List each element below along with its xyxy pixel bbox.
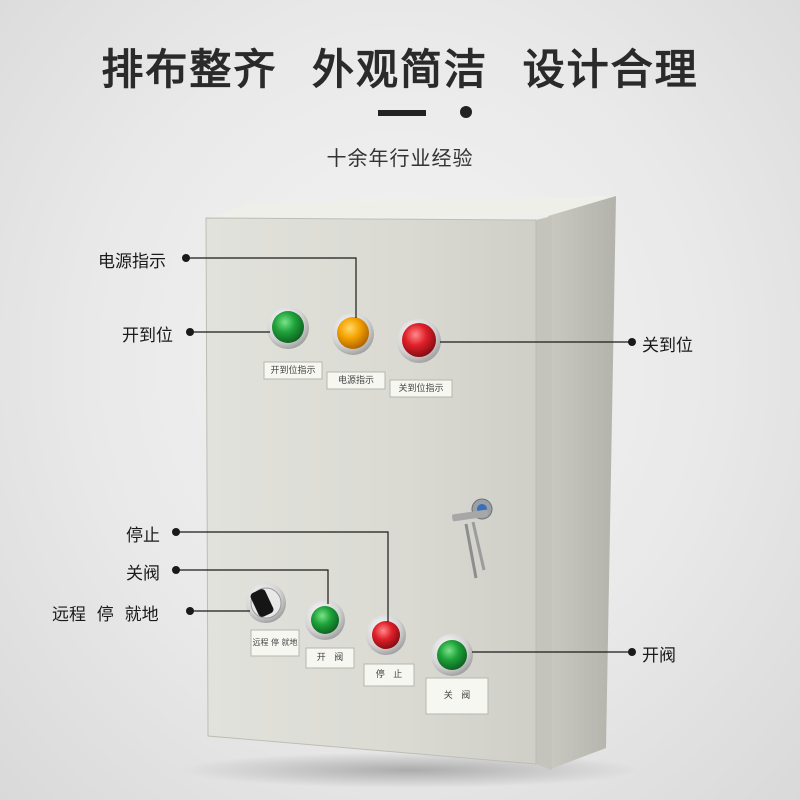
tag-selector: 远程 停 就地 — [252, 638, 298, 647]
open-valve-button-green — [305, 600, 345, 640]
key-lock — [452, 498, 493, 579]
headline-part-1: 排布整齐 — [101, 45, 278, 94]
door-edge — [536, 216, 552, 770]
headline-part-2: 外观简洁 — [311, 45, 488, 94]
label-plate-stop-button — [363, 663, 415, 687]
headline-part-3: 设计合理 — [522, 45, 699, 94]
close-valve-button-green — [431, 634, 473, 676]
callout-stop: 停止 — [126, 526, 160, 546]
cabinet-side — [548, 196, 616, 770]
callout-close-position: 关到位 — [642, 336, 693, 356]
lamp-red — [397, 319, 441, 363]
stop-button-red — [366, 615, 406, 655]
callout-dots — [172, 254, 636, 656]
subtitle: 十余年行业经验 — [326, 146, 474, 170]
callout-power-indicator: 电源指示 — [98, 252, 166, 272]
label-plate-close-indicator — [389, 379, 453, 398]
tag-close-indicator: 关到位指示 — [398, 384, 444, 394]
label-plate-power-indicator — [326, 371, 386, 390]
mode-selector-switch — [246, 583, 286, 623]
lamp-yellow — [332, 313, 374, 355]
headline: 排布整齐 外观简洁 设计合理 — [0, 36, 800, 97]
label-plate-close-button — [425, 677, 489, 715]
tag-open-button: 开 阀 — [316, 653, 344, 663]
callout-mode-selector: 远程 停 就地 — [52, 605, 159, 625]
lamp-green — [267, 307, 309, 349]
tag-open-indicator: 开到位指示 — [270, 366, 316, 376]
label-plate-open-button — [305, 647, 355, 669]
decorative-dot — [460, 106, 472, 118]
tag-power-indicator: 电源指示 — [337, 376, 374, 386]
cabinet-door — [205, 217, 537, 765]
callout-lines — [176, 257, 632, 653]
tag-stop-button: 停 止 — [375, 670, 403, 680]
callout-open-valve: 开阀 — [642, 646, 676, 666]
decorative-bar — [378, 110, 426, 116]
callout-close-valve: 关阀 — [126, 564, 160, 584]
label-plate-selector — [250, 629, 300, 657]
label-plate-open-indicator — [263, 361, 323, 380]
callout-open-position: 开到位 — [122, 326, 173, 346]
tag-close-button: 关 阀 — [443, 691, 471, 701]
cabinet-top — [206, 196, 616, 218]
